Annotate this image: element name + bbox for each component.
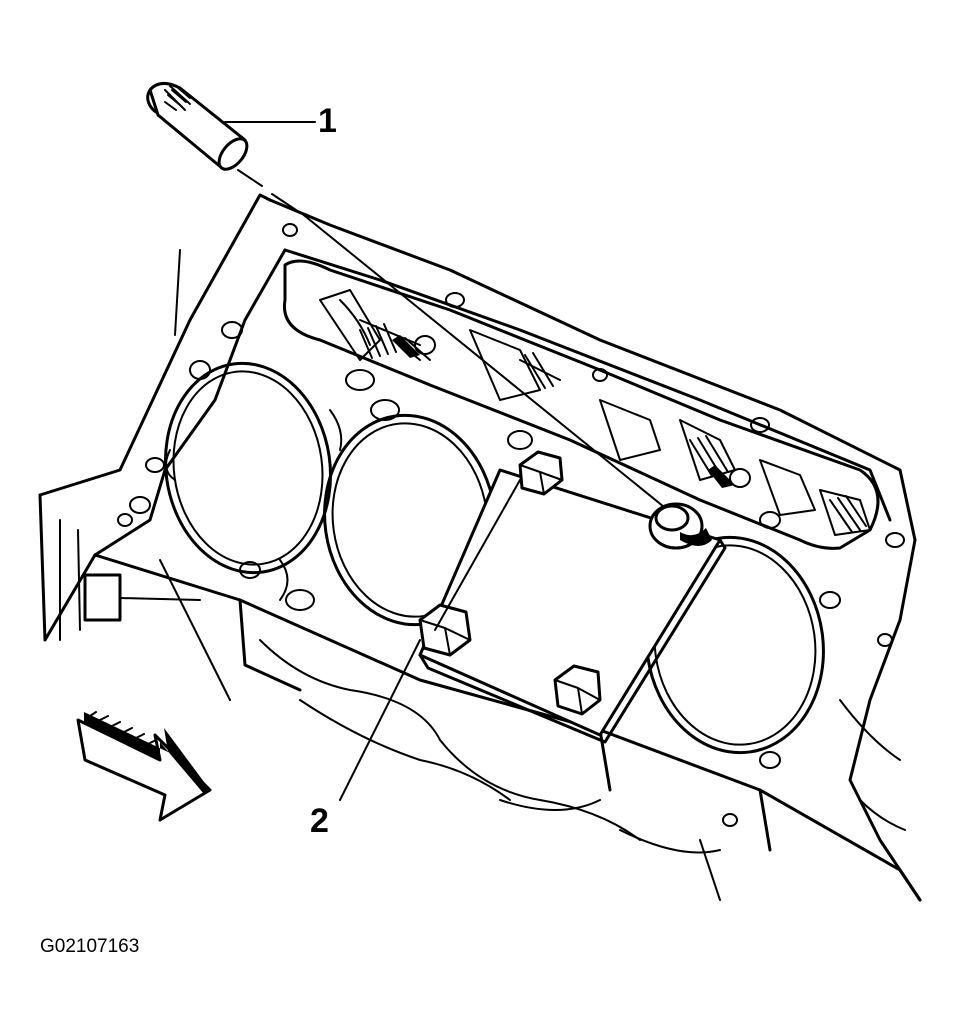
callout-2-leader-lower bbox=[339, 639, 421, 801]
deck-holes bbox=[117, 223, 905, 827]
tool-plate bbox=[418, 468, 727, 744]
callout-label-1: 1 bbox=[318, 102, 337, 140]
callout-label-2: 2 bbox=[310, 802, 329, 840]
pin-guide-line bbox=[299, 211, 691, 529]
lifter-valley bbox=[282, 259, 880, 550]
figure-id: G02107163 bbox=[40, 936, 140, 957]
callout-2-leader-upper bbox=[434, 479, 521, 631]
direction-arrow-icon bbox=[76, 711, 212, 822]
pin-dashed-guide bbox=[237, 169, 297, 211]
bolt-icon bbox=[418, 450, 712, 716]
dowel-pin-icon bbox=[146, 82, 249, 171]
